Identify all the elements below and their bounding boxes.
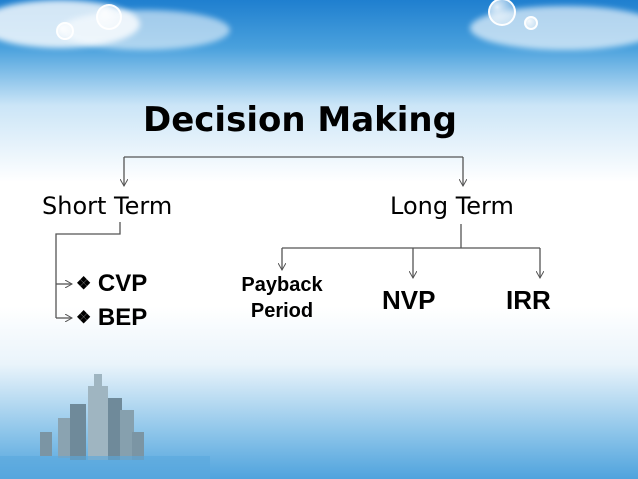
bubble: [488, 0, 516, 26]
list-item-cvp: ❖ CVP: [76, 270, 147, 298]
bullet-diamond-icon: ❖: [76, 308, 92, 327]
short-term-label: Short Term: [42, 192, 173, 220]
building: [132, 432, 144, 460]
building: [40, 432, 52, 456]
short-term-connector: [55, 222, 121, 318]
payback-label: Payback: [241, 274, 323, 296]
bubble: [524, 16, 538, 30]
nvp-node: NVP: [382, 285, 436, 315]
irr-node: IRR: [506, 285, 551, 315]
bullet-diamond-icon: ❖: [76, 274, 92, 293]
bep-label: BEP: [97, 304, 148, 331]
list-item-bep: ❖ BEP: [76, 304, 147, 332]
bubble: [96, 4, 122, 30]
long-term-label: Long Term: [390, 192, 514, 220]
period-label: Period: [250, 300, 314, 322]
building: [58, 418, 72, 458]
building: [108, 398, 122, 460]
building-spire: [94, 374, 102, 388]
payback-period-node: Payback Period: [224, 272, 340, 324]
cvp-label: CVP: [97, 270, 148, 297]
cloud: [60, 10, 230, 50]
building: [88, 386, 108, 460]
ground-haze: [0, 456, 210, 479]
building: [70, 404, 86, 460]
bubble: [56, 22, 74, 40]
diagram-title: Decision Making: [143, 100, 457, 140]
building: [120, 410, 134, 460]
